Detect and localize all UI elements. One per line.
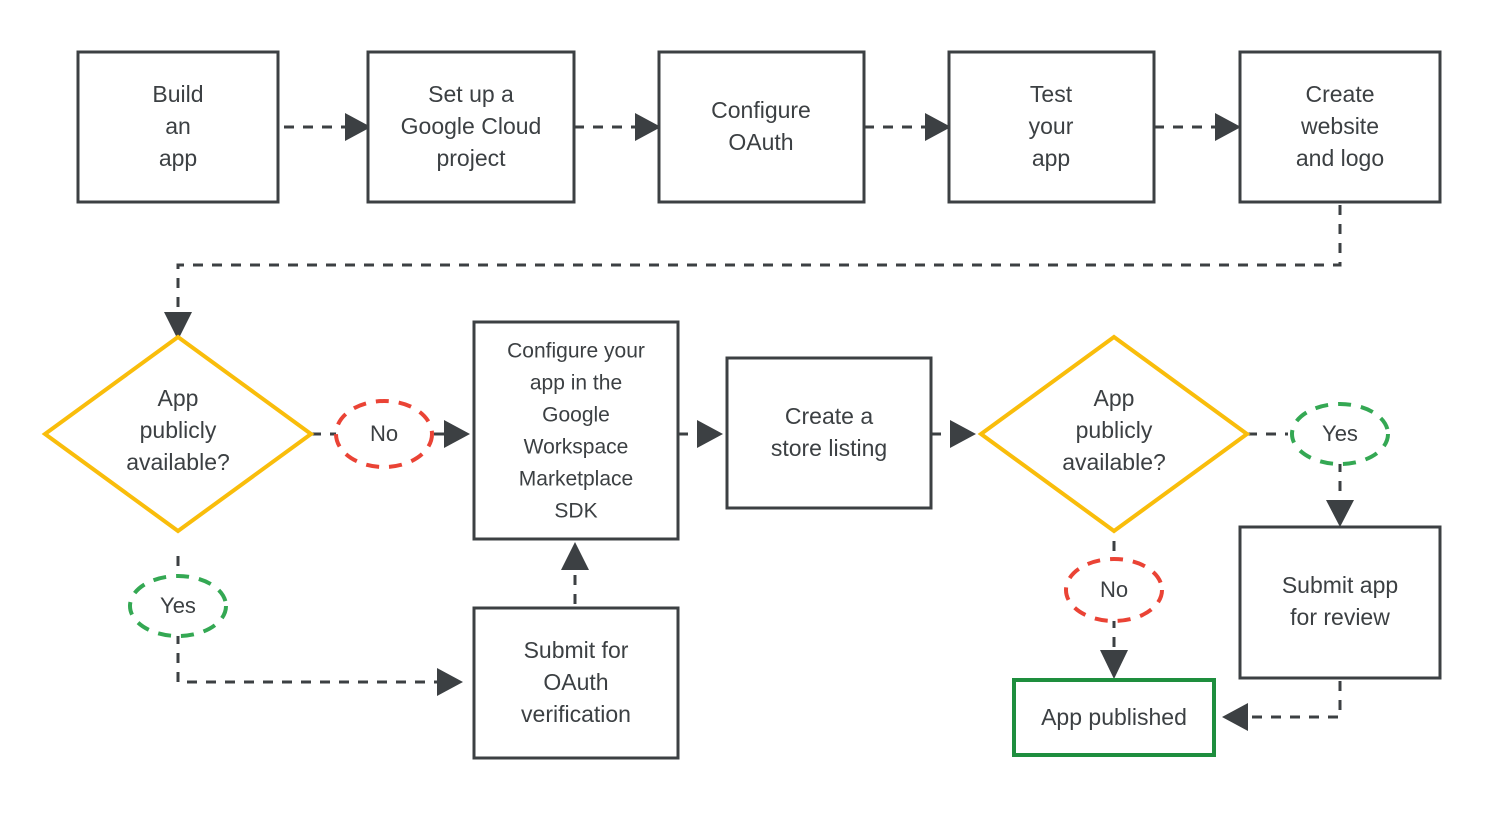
node-label-line: Create — [1305, 81, 1374, 107]
node-label-line: Google — [542, 404, 610, 427]
node-box — [472, 320, 680, 541]
node-label-line: verification — [521, 701, 631, 727]
node-box — [366, 50, 576, 204]
node-label-line: app — [1032, 145, 1070, 171]
node-label-line: Marketplace — [519, 468, 633, 491]
node-box — [1238, 50, 1442, 204]
node-label-line: Configure — [711, 97, 811, 123]
node-label-line: an — [165, 113, 191, 139]
edge-label-left-no: No — [334, 399, 434, 469]
edge-label-text: No — [370, 421, 398, 446]
node-label-line: App — [1094, 385, 1135, 411]
edge-label-left-yes: Yes — [128, 574, 228, 638]
node-configure-oauth[interactable]: Configure OAuth — [657, 50, 866, 204]
node-label-line: project — [436, 145, 506, 171]
node-box — [947, 50, 1156, 204]
arrow-head-icon — [1326, 500, 1354, 527]
arrow-head-icon — [561, 542, 589, 570]
node-label-line: available? — [126, 449, 230, 475]
node-label-line: your — [1029, 113, 1074, 139]
node-label-line: Set up a — [428, 81, 514, 107]
node-label-line: app — [159, 145, 197, 171]
node-label-line: publicly — [1076, 417, 1153, 443]
yes-ellipse — [128, 574, 228, 638]
node-box — [657, 50, 866, 204]
edge-yes-to-oauth-verification — [176, 634, 437, 684]
arrow-head-icon — [345, 113, 371, 141]
arrow-head-icon — [1215, 113, 1241, 141]
node-label-line: Submit app — [1282, 572, 1398, 598]
node-label-line: website — [1300, 113, 1379, 139]
node-box — [725, 356, 933, 510]
node-label-line: app in the — [530, 372, 622, 395]
node-label-line: Submit for — [524, 637, 629, 663]
node-gcp-project[interactable]: Set up a Google Cloud project — [366, 50, 576, 204]
node-build-app[interactable]: Build an app — [76, 50, 280, 204]
arrow-head-icon — [1222, 703, 1248, 731]
arrow-head-icon — [697, 420, 723, 448]
decision-shape — [977, 334, 1251, 534]
node-box — [1012, 678, 1216, 757]
node-website-logo[interactable]: Create website and logo — [1238, 50, 1442, 204]
node-label-line: Configure your — [507, 340, 645, 363]
node-box — [472, 606, 680, 760]
node-label-line: publicly — [140, 417, 217, 443]
node-label-line: store listing — [771, 435, 887, 461]
edge-label-text: Yes — [160, 593, 196, 618]
node-label-line: Test — [1030, 81, 1073, 107]
arrow-head-icon — [950, 420, 976, 448]
node-test-app[interactable]: Test your app — [947, 50, 1156, 204]
node-label-line: OAuth — [728, 129, 793, 155]
arrow-head-icon — [1100, 650, 1128, 679]
edge-label-right-yes: Yes — [1290, 402, 1390, 466]
node-label-line: and logo — [1296, 145, 1384, 171]
node-label-line: Create a — [785, 403, 873, 429]
arrow-head-icon — [925, 113, 951, 141]
arrow-head-icon — [635, 113, 661, 141]
node-label-line: SDK — [554, 500, 597, 523]
node-box — [76, 50, 280, 204]
node-label-line: App — [158, 385, 199, 411]
no-ellipse — [1064, 557, 1164, 623]
node-label-line: App published — [1041, 704, 1187, 730]
node-box — [1238, 525, 1442, 680]
node-oauth-verification[interactable]: Submit for OAuth verification — [472, 606, 680, 760]
yes-ellipse — [1290, 402, 1390, 466]
edge-label-text: No — [1100, 577, 1128, 602]
node-label-line: Google Cloud — [401, 113, 542, 139]
edge-layer — [164, 113, 1354, 731]
node-configure-sdk[interactable]: Configure your app in the Google Workspa… — [472, 320, 680, 541]
node-label-line: available? — [1062, 449, 1166, 475]
node-label-line: Workspace — [524, 436, 629, 459]
edge-label-text: Yes — [1322, 421, 1358, 446]
node-submit-review[interactable]: Submit app for review — [1238, 525, 1442, 680]
node-store-listing[interactable]: Create a store listing — [725, 356, 933, 510]
no-ellipse — [334, 399, 434, 469]
edge-label-right-no: No — [1064, 557, 1164, 623]
edge-website-to-decision-left — [176, 205, 1342, 312]
node-label-line: Build — [152, 81, 203, 107]
node-decision-left[interactable]: App publicly available? — [41, 334, 315, 534]
node-decision-right[interactable]: App publicly available? — [977, 334, 1251, 534]
arrow-head-icon — [444, 420, 470, 448]
node-label-line: for review — [1290, 604, 1390, 630]
edge-submit-review-to-app-published — [1248, 681, 1342, 719]
arrow-head-icon — [437, 668, 463, 696]
decision-shape — [41, 334, 315, 534]
arrow-head-icon — [164, 312, 192, 340]
node-label-line: OAuth — [543, 669, 608, 695]
node-app-published[interactable]: App published — [1012, 678, 1216, 757]
